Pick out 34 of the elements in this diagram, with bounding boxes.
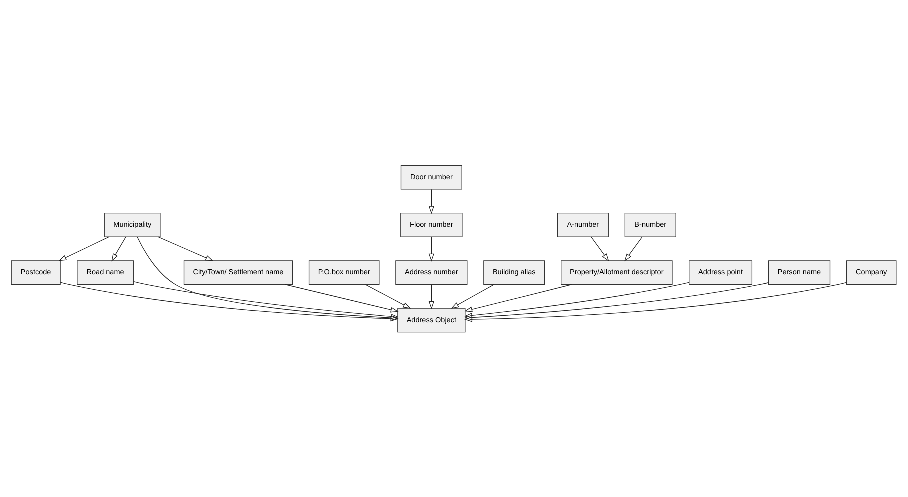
arrow bbox=[451, 284, 494, 308]
arrow bbox=[58, 236, 110, 261]
arrow bbox=[60, 282, 399, 322]
arrow bbox=[365, 284, 412, 308]
arrow bbox=[464, 282, 847, 322]
node-box: Company bbox=[846, 260, 897, 285]
arrow bbox=[112, 236, 126, 262]
node-box: Building alias bbox=[484, 260, 546, 285]
arrow bbox=[428, 284, 434, 309]
node-box: Address point bbox=[689, 260, 753, 285]
arrow bbox=[591, 236, 610, 262]
node-box: Person name bbox=[768, 260, 831, 285]
arrow bbox=[134, 281, 399, 319]
node-box: Municipality bbox=[104, 212, 161, 237]
node-box: City/Town/ Settlement name bbox=[184, 260, 294, 285]
node-box: P.O.box number bbox=[308, 260, 380, 285]
node-box: A-number bbox=[557, 212, 609, 237]
arrow bbox=[464, 284, 572, 312]
node-box: Road name bbox=[77, 260, 134, 285]
arrow bbox=[464, 282, 690, 318]
node-box: Property/Allotment descriptor bbox=[561, 260, 673, 285]
node-box: B-number bbox=[624, 212, 676, 237]
node-box: Postcode bbox=[11, 260, 61, 285]
node-box: Address number bbox=[396, 260, 468, 285]
arrow bbox=[428, 188, 434, 214]
node-box: Address Object bbox=[398, 308, 466, 332]
arrow bbox=[464, 282, 770, 320]
arrow bbox=[624, 236, 643, 262]
arrow bbox=[137, 236, 399, 320]
node-box: Floor number bbox=[400, 212, 463, 237]
arrow bbox=[285, 284, 399, 312]
arrow bbox=[158, 236, 214, 261]
arrow bbox=[428, 236, 434, 262]
node-box: Door number bbox=[400, 164, 462, 190]
